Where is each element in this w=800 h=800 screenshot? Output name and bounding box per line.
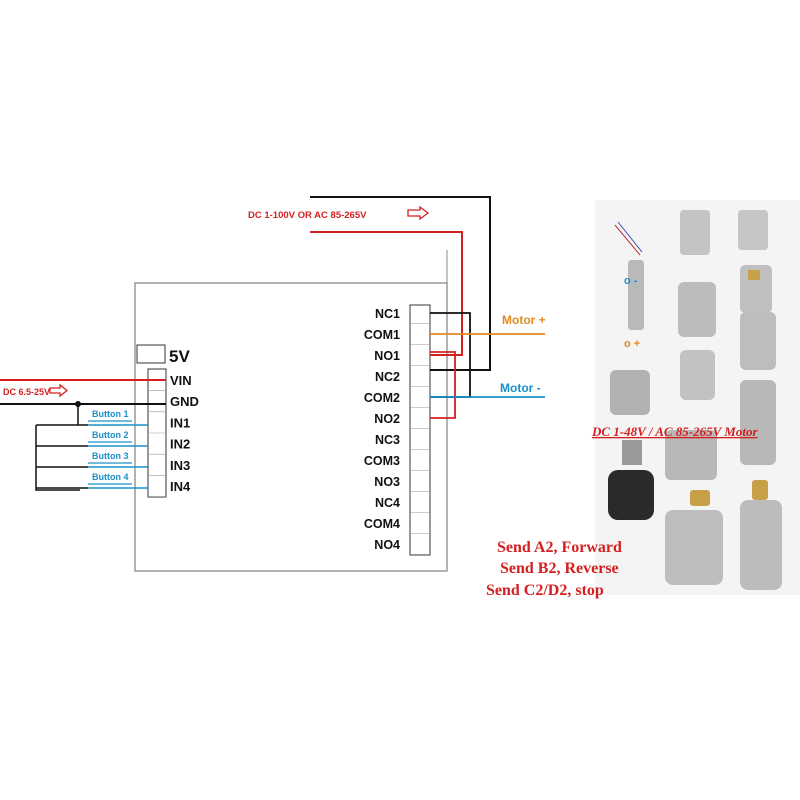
input-pin-vin: VIN [170, 373, 192, 388]
load-supply-red-wire [310, 231, 463, 356]
voltage-label: 5V [169, 347, 190, 366]
relay-pin-com4: COM4 [364, 517, 400, 531]
relay-pin-no4: NO4 [374, 538, 400, 552]
relay-pin-no3: NO3 [374, 475, 400, 489]
button-label-4: Button 4 [92, 472, 129, 482]
motor-plus-label: Motor + [502, 313, 546, 327]
input-pin-in4: IN4 [170, 479, 191, 494]
relay-pin-com2: COM2 [364, 391, 400, 405]
photo-overlay-plus: o + [624, 338, 640, 350]
load-supply-label: DC 1-100V OR AC 85-265V [248, 210, 367, 221]
input-pin-in1: IN1 [170, 415, 190, 430]
motor-photo [595, 200, 800, 595]
module-supply-arrow [49, 383, 69, 398]
relay-pin-com1: COM1 [364, 328, 400, 342]
relay-terminal-block [409, 304, 431, 556]
relay-pin-no1: NO1 [374, 349, 400, 363]
relay-pin-nc4: NC4 [375, 496, 400, 510]
photo-overlay-minus: o - [624, 275, 638, 287]
relay-pin-com3: COM3 [364, 454, 400, 468]
no1-jumper [430, 351, 456, 419]
input-pin-in2: IN2 [170, 437, 190, 452]
relay-pin-no2: NO2 [374, 412, 400, 426]
button-label-3: Button 3 [92, 451, 129, 461]
button-label-2: Button 2 [92, 430, 129, 440]
instruction-reverse: Send B2, Reverse [500, 560, 619, 577]
voltage-box [136, 344, 166, 364]
motor-photo-caption: DC 1-48V / AC 85-265V Motor [591, 424, 758, 439]
input-pin-gnd: GND [170, 394, 199, 409]
load-supply-arrow [407, 205, 430, 221]
button-label-1: Button 1 [92, 409, 129, 419]
module-supply-label: DC 6.5-25V [3, 387, 50, 397]
relay-pin-nc2: NC2 [375, 370, 400, 384]
instruction-stop: Send C2/D2, stop [486, 582, 604, 599]
button-common-bus [35, 425, 80, 491]
instruction-forward: Send A2, Forward [497, 539, 622, 556]
relay-pin-nc1: NC1 [375, 307, 400, 321]
module-board [134, 282, 448, 572]
relay-pin-nc3: NC3 [375, 433, 400, 447]
input-pin-in3: IN3 [170, 458, 190, 473]
load-supply-black-wire [310, 196, 491, 371]
motor-minus-label: Motor - [500, 381, 541, 395]
